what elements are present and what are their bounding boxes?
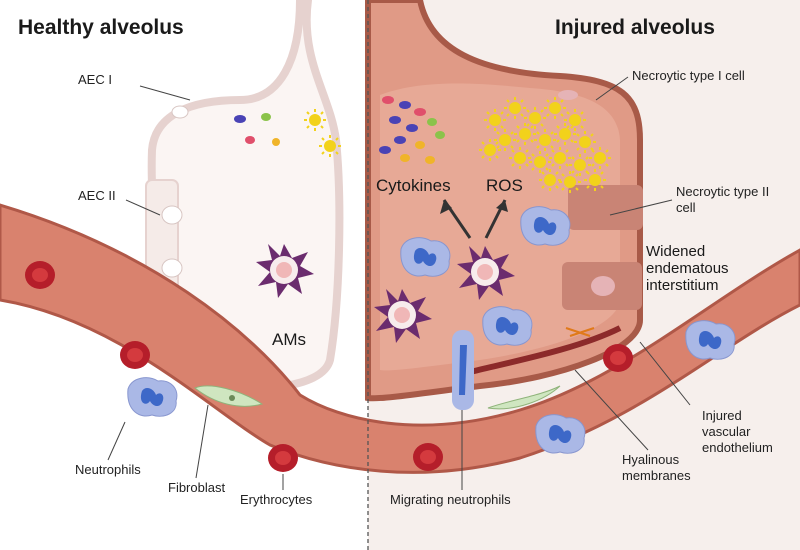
aec2-nucleus: [161, 258, 183, 278]
label-erythrocytes: Erythrocytes: [240, 492, 313, 507]
leader-lines: [107, 76, 691, 490]
label-injured-endothelium: Injured vascular endothelium: [702, 408, 773, 455]
nucleus: [591, 276, 615, 296]
label-necrotic-type2: Necroytic type II cell: [676, 184, 770, 215]
neutrophil: [535, 414, 586, 454]
debris: [565, 327, 595, 337]
erythrocyte: [25, 261, 55, 289]
erythrocyte: [413, 443, 443, 471]
label-fibroblast: Fibroblast: [168, 480, 226, 495]
fibroblast: [487, 385, 561, 410]
aec1-nucleus: [171, 105, 189, 119]
aec2-nucleus: [161, 205, 183, 225]
healthy-alveolus-title: Healthy alveolus: [18, 16, 184, 39]
neutrophil: [520, 206, 571, 246]
cytokine-cluster: [379, 96, 445, 164]
erythrocyte: [603, 344, 633, 372]
blood-vessel: [0, 203, 800, 474]
cytokine-dot: [234, 115, 246, 123]
neutrophil: [400, 237, 451, 277]
label-aec1: AEC I: [78, 72, 112, 87]
label-ams: AMs: [272, 330, 306, 349]
erythrocyte: [120, 341, 150, 369]
migrating-neutrophil: [452, 330, 474, 410]
label-cytokines: Cytokines: [376, 176, 451, 195]
nucleus: [558, 90, 578, 100]
label-ros: ROS: [486, 176, 523, 195]
cytokine-dot: [272, 138, 280, 146]
injured-alveolus-title: Injured alveolus: [555, 16, 715, 39]
label-necrotic-type1: Necroytic type I cell: [632, 68, 745, 83]
injured-alveolus: [365, 0, 643, 402]
hyalinous-membrane: [469, 325, 622, 375]
neutrophil: [127, 377, 178, 417]
erythrocyte: [268, 444, 298, 472]
cytokine-dot: [261, 113, 271, 121]
cytokine-dot: [245, 136, 255, 144]
neutrophil: [685, 320, 736, 360]
neutrophil: [482, 306, 533, 346]
label-neutrophils: Neutrophils: [75, 462, 141, 477]
label-widened-interstitium: Widened endematous interstitium: [646, 243, 729, 294]
healthy-alveolus: [145, 0, 344, 393]
label-aec2: AEC II: [78, 188, 116, 203]
label-migrating-neutrophils: Migrating neutrophils: [390, 492, 511, 507]
fibroblast: [194, 385, 264, 407]
release-arrows: [440, 199, 508, 239]
label-hyalinous-membranes: Hyalinous membranes: [622, 452, 691, 483]
necrotic-type2-cell: [568, 185, 643, 230]
